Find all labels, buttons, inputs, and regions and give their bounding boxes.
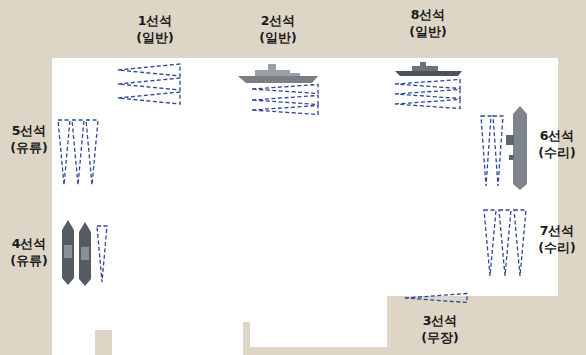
berth-marker — [499, 210, 511, 276]
ship — [238, 76, 318, 83]
berth-label: 1선석 (일반) — [129, 12, 181, 46]
berth-marker — [118, 92, 180, 104]
berth-marker — [252, 106, 318, 115]
ship — [412, 62, 438, 71]
berth-marker — [484, 210, 496, 276]
ship — [255, 64, 300, 76]
berth-marker — [58, 120, 70, 185]
berth-marker — [395, 90, 460, 99]
ship — [513, 106, 527, 190]
berth-marker — [252, 85, 318, 94]
ship — [506, 135, 514, 160]
berth-marker — [514, 210, 526, 276]
berth-marker — [395, 80, 460, 89]
berth-marker — [481, 116, 491, 186]
berth-label: 5선석 (유류) — [3, 122, 55, 156]
berth-marker — [493, 116, 503, 186]
berth-marker — [72, 120, 84, 185]
berth-marker — [97, 226, 107, 282]
berth-marker — [118, 64, 180, 76]
berth-label: 4선석 (유류) — [3, 235, 55, 269]
berth-marker — [405, 294, 467, 303]
berth-marker — [118, 78, 180, 90]
ship — [395, 71, 462, 76]
harbor-water — [52, 58, 558, 355]
berth-marker — [86, 120, 98, 185]
berth-marker — [252, 96, 318, 105]
berth-label: 2선석 (일반) — [252, 12, 304, 46]
berth-markers — [58, 64, 526, 303]
berth-label: 7선석 (수리) — [531, 222, 583, 256]
berth-marker — [395, 100, 460, 109]
berth-label: 6선석 (수리) — [531, 127, 583, 161]
berth-label: 8선석 (일반) — [402, 6, 454, 40]
berth-label: 3선석 (무장) — [414, 312, 466, 346]
ship — [64, 245, 89, 260]
ships — [62, 62, 527, 286]
